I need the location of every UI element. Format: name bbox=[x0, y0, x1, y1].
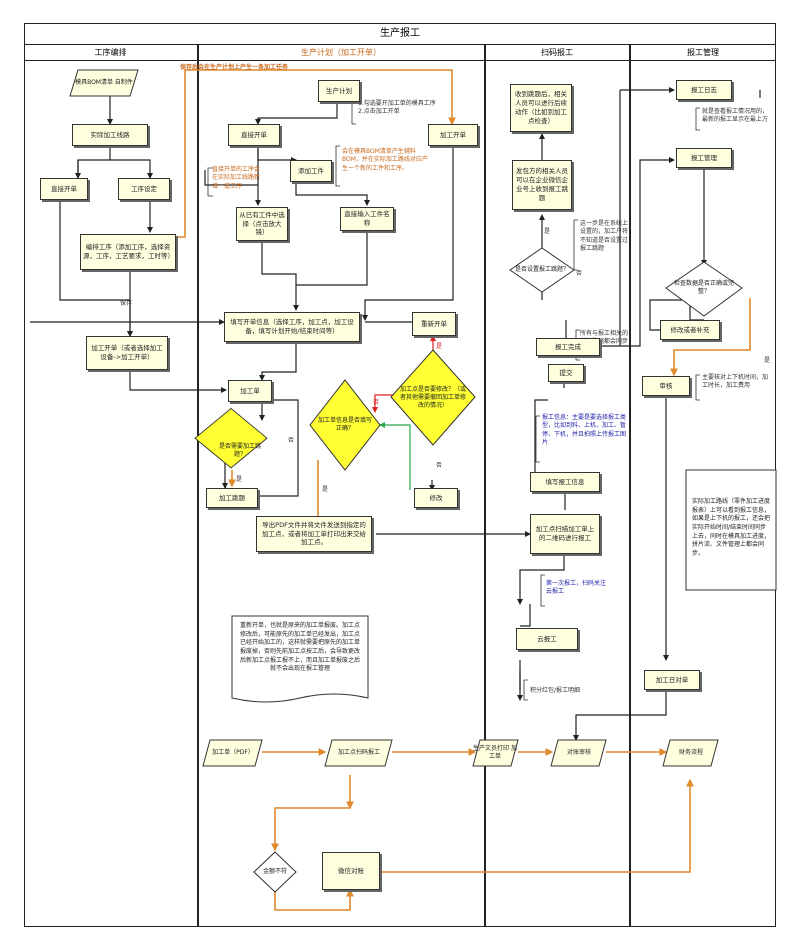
node-export: 导出PDF文件并将文件发送到指定的加工点，或者将加工单打印出来交给加工点。 bbox=[256, 516, 372, 552]
note-plan-steps: 1.勾选要开加工单的模具工序 2.点击加工开单 bbox=[358, 100, 436, 116]
node-wechat: 微信对账 bbox=[322, 852, 380, 890]
label-no-1: 否 bbox=[373, 399, 380, 406]
node-pdf: 加工单（PDF） bbox=[212, 748, 254, 756]
node-finance: 财务流程 bbox=[678, 748, 703, 756]
label-yes-1: 是 bbox=[436, 343, 443, 350]
label-yes-2: 是 bbox=[322, 486, 329, 493]
node-open-select: 加工开单（或者选择加工设备->加工开单） bbox=[86, 336, 168, 370]
node-audit: 审核 bbox=[642, 376, 690, 396]
node-process-set: 工序设定 bbox=[118, 178, 170, 200]
note-bom: 会在模具BOM清单产生辅料BOM，并在实际加工路线对应产生一个新的工件和工序。 bbox=[342, 148, 428, 172]
decision-check-data: 检查数据是否正确或完整？ bbox=[673, 279, 734, 295]
node-fill-info: 填写开单信息（选择工序，加工点，加工设备，填写计划开始/结束时间等） bbox=[224, 312, 360, 342]
node-submit: 提交 bbox=[548, 364, 584, 382]
note-direct-open: 直接开单的工序会在实际加工线路新增一道工序 bbox=[212, 166, 261, 190]
note-report-info: 报工信息：主要是要选择报工类型，比如到料、上机、加工、暂停、下机，并且拍照上传报… bbox=[542, 414, 627, 447]
node-actual-route: 实际加工线路 bbox=[72, 124, 148, 146]
decision-amount: 金额不符 bbox=[262, 867, 287, 875]
decision-set-jump: 是否设置报工跳题？ bbox=[514, 265, 569, 273]
diagram-title: 生产报工 bbox=[24, 23, 776, 45]
node-find-jump: 收到跳题后，相关人员可以进行后续动作（比如到加工点检查） bbox=[510, 84, 572, 132]
node-mold-bom: 模具BOM清单 自制件 bbox=[75, 78, 133, 86]
node-direct-input: 直接输入工件名称 bbox=[340, 207, 394, 231]
label-yes-4: 是 bbox=[544, 228, 551, 235]
node-scan-report: 加工点扫描加工单上的二维码进行报工 bbox=[530, 514, 600, 554]
node-account-audit: 对账审核 bbox=[566, 748, 591, 756]
doc-reopen-note: 重新开单，也就是原来的加工单报废。加工点修改后，可能原先的加工单已经发出，加工点… bbox=[239, 622, 360, 673]
lane-divider-3 bbox=[629, 45, 631, 927]
node-report-done: 报工完成 bbox=[536, 338, 600, 356]
label-no-2: 否 bbox=[436, 462, 443, 469]
note-report-log: 就是查看报工情况用的，最新的报工显示在最上方 bbox=[702, 108, 769, 124]
node-open-right: 加工开单 bbox=[428, 124, 478, 146]
node-print: 生产文员打印 加工单 bbox=[473, 744, 517, 760]
node-daily-check: 加工日对单 bbox=[644, 670, 700, 690]
lane-divider-2 bbox=[484, 45, 486, 927]
note-audit: 主要核对上下机时间，加工时长，加工费用 bbox=[702, 374, 769, 390]
node-modify: 修改 bbox=[414, 488, 458, 508]
label-yes-5: 是 bbox=[764, 357, 771, 364]
note-jump: 这一步是在系统上设置的，加工户将不知道是否设置过报工跳题 bbox=[580, 220, 629, 253]
label-no-3: 否 bbox=[288, 437, 295, 444]
note-first-report: 第一次报工，扫码关注云报工 bbox=[546, 580, 607, 596]
note-save-plan: 保存后会在生产计划上产生一条加工任务 bbox=[180, 64, 289, 71]
node-scan-bottom: 加工点扫码报工 bbox=[337, 748, 380, 756]
node-process-sheet: 加工单 bbox=[228, 380, 272, 402]
decision-info-ok: 加工单信息是否填写正确？ bbox=[318, 416, 373, 432]
node-fill-report: 填写报工信息 bbox=[530, 472, 600, 492]
decision-need-jump: 是否需要加工跳题？ bbox=[218, 442, 261, 458]
node-fix: 修改或者补充 bbox=[660, 320, 720, 340]
lane-report-management: 报工管理 bbox=[630, 45, 776, 61]
decision-modify: 加工点是否要修改？（或者其他需要撤回加工单修改的情况） bbox=[400, 385, 467, 410]
label-save: 保存 bbox=[120, 300, 133, 307]
doc-audit-note: 实际加工路线（零件加工进度报表）上可以看到报工信息，如果是上下机的报工，还会把实… bbox=[692, 498, 771, 558]
node-direct-open-mid: 直接开单 bbox=[228, 124, 280, 146]
node-reopen: 重新开单 bbox=[412, 312, 456, 336]
node-arrange-process: 编排工序（添加工序，选择资源，工序，工艺要求，工时等） bbox=[80, 234, 176, 270]
label-yes-3: 是 bbox=[236, 476, 243, 483]
node-report-management: 报工管理 bbox=[676, 148, 732, 168]
node-jump: 加工跳题 bbox=[206, 488, 258, 508]
node-cloud-report: 云报工 bbox=[516, 628, 578, 650]
node-notify: 发包方的相关人员可以在企业微信企业号上收到报工跳题 bbox=[512, 160, 572, 210]
note-points: 积分红包/报工明细 bbox=[530, 687, 581, 694]
node-report-log: 报工日志 bbox=[676, 80, 732, 100]
node-select-existing: 从已有工件中选择（点击放大镜） bbox=[236, 207, 288, 241]
lane-divider-1 bbox=[197, 45, 199, 927]
node-production-plan: 生产计划 bbox=[318, 80, 360, 102]
node-direct-open-left: 直接开单 bbox=[40, 178, 88, 200]
label-no-4: 否 bbox=[576, 270, 583, 277]
node-add-part: 添加工件 bbox=[290, 160, 332, 182]
